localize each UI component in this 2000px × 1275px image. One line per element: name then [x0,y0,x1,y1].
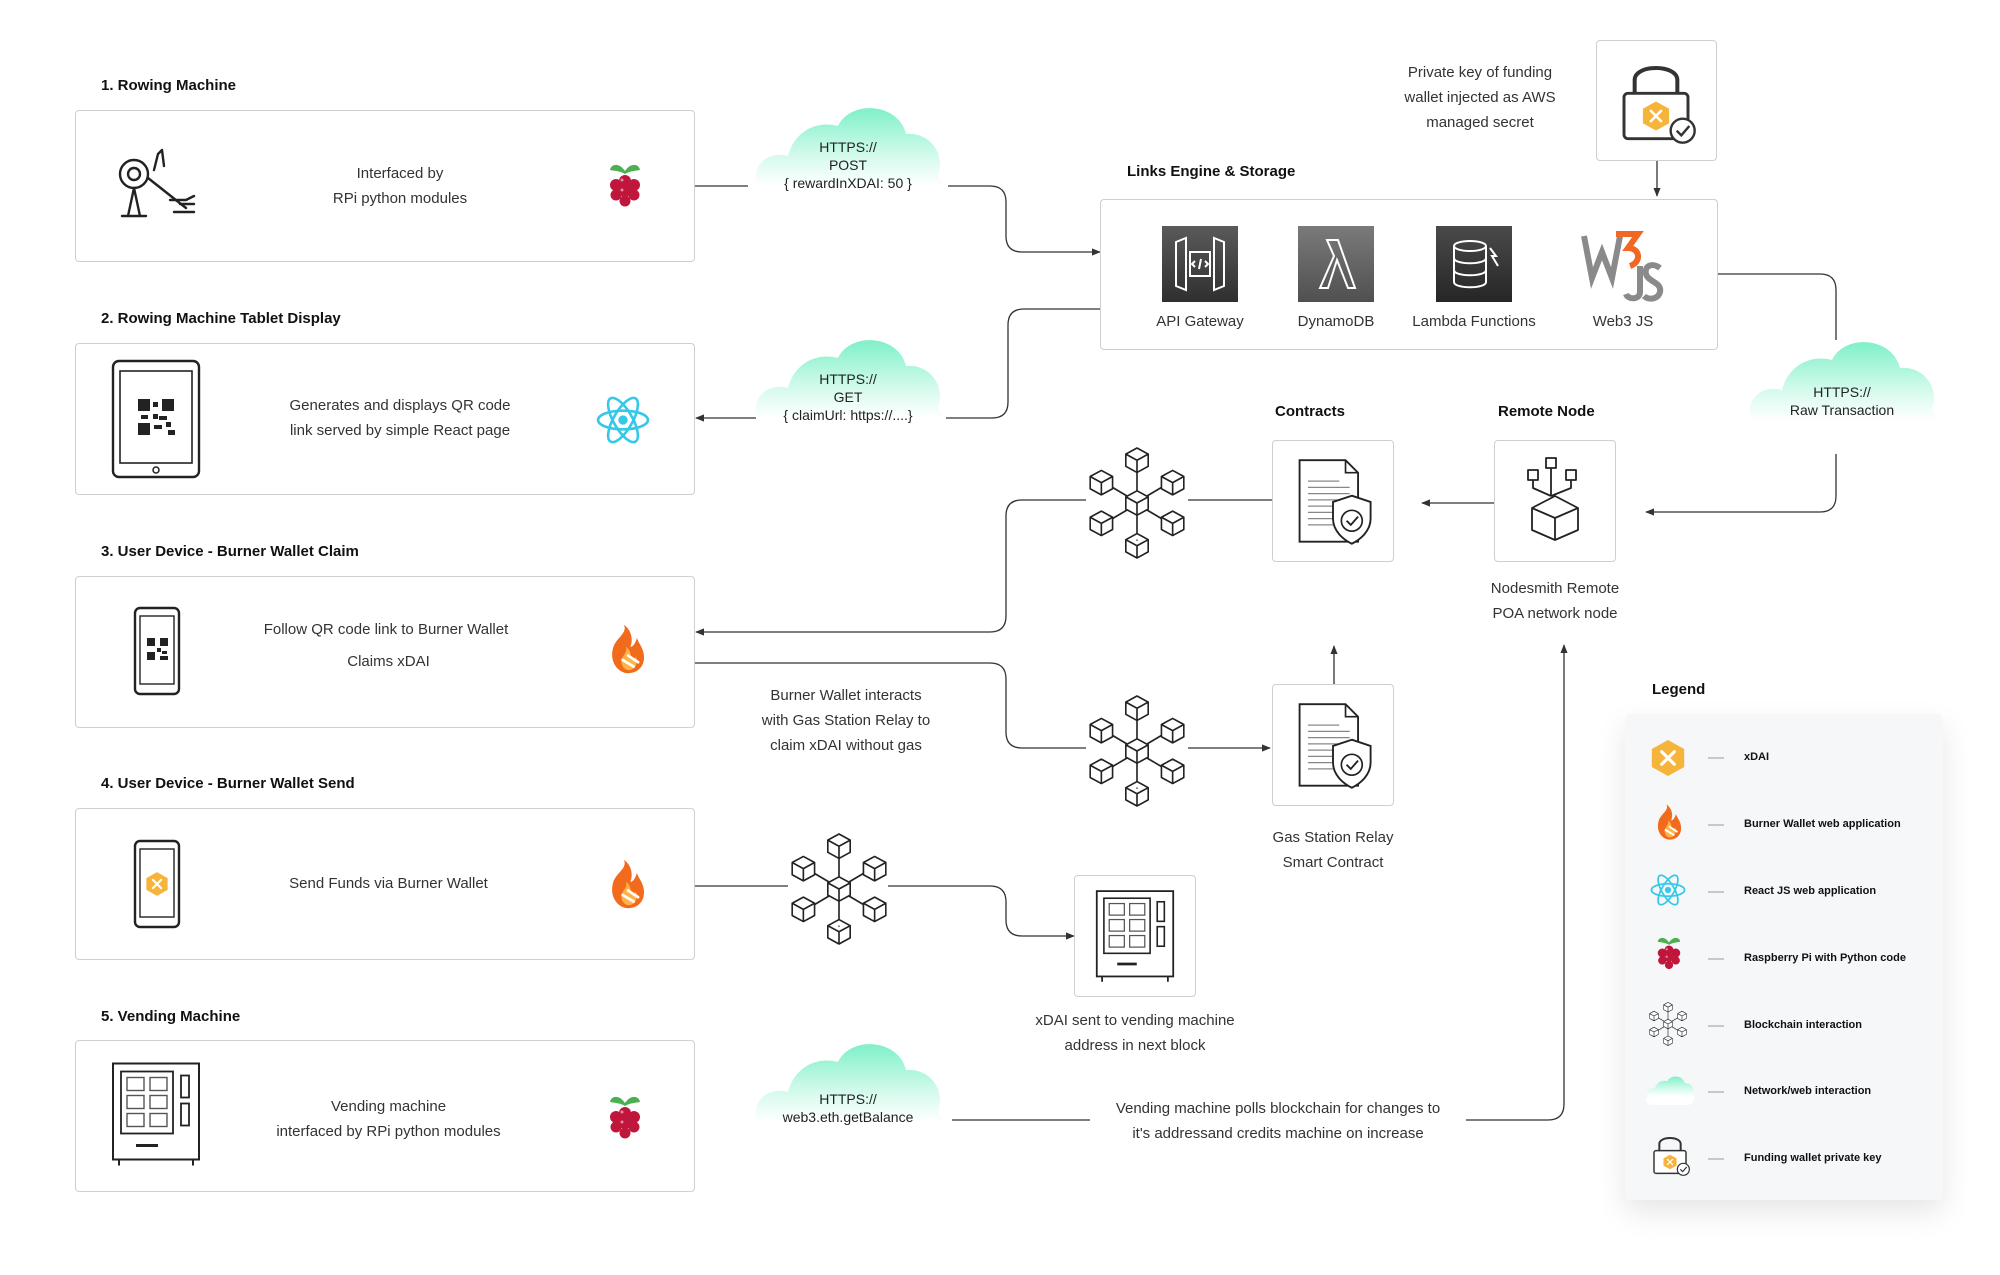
lock-icon [1616,56,1696,144]
burner-wallet-icon [610,858,646,910]
tablet-arrow-label: Generates and displays QR code link serv… [289,397,511,439]
legend-dashes [1708,757,1724,1160]
remote-node-title: Remote Node [1498,403,1595,420]
smart-contract-icon [1298,703,1372,789]
blockchain-icon [1086,695,1188,807]
xdai-icon [1650,738,1686,778]
legend-label-network: Network/web interaction [1744,1085,1872,1097]
web3js-icon [1581,231,1664,302]
tablet-icon [111,359,201,479]
section-box-burner-send [75,808,695,960]
rowing-machine-icon [118,148,196,218]
rowing-arrow-label: Interfaced by RPi python modules [332,165,468,207]
cloud-balance-text: HTTPS://web3.eth.getBalance [782,1091,914,1125]
lambda-icon [1298,226,1374,302]
blockchain-icon [1086,447,1188,559]
cloud-get-icon [753,340,944,452]
legend-label-react: React JS web application [1744,885,1877,897]
cloud-get-text: HTTPS://GET{ claimUrl: https://....} [783,371,913,423]
database-icon [1436,226,1512,302]
cloud-post-icon [753,108,944,220]
legend-title: Legend [1652,681,1706,698]
cloud-icon [1645,1076,1695,1106]
smart-contract-icon [1298,459,1372,545]
cloud-post-text: HTTPS://POST{ rewardInXDAI: 50 } [784,139,912,191]
vending-arrow-label: Vending machine interfaced by RPi python… [276,1098,501,1140]
phone-icon [133,606,181,696]
blockchain-icon [1648,1002,1688,1046]
phone-xdai-icon [133,839,181,929]
legend-label-lock: Funding wallet private key [1744,1152,1882,1164]
react-icon [596,393,650,447]
blockchain-icon [788,833,890,945]
cloud-balance-icon [753,1044,944,1156]
burner-claim-follow-label: Follow QR code link to Burner Wallet [263,621,509,638]
raspberry-pi-icon [610,164,640,207]
vending-machine-icon [1095,889,1175,984]
section-title-rowing-machine: 1. Rowing Machine [101,77,237,94]
cloud-raw-icon [1747,342,1938,454]
remote-node-icon [1527,457,1579,541]
api-gateway-icon [1162,226,1238,302]
service-lambda-functions: Lambda Functions [1412,313,1536,330]
section-title-burner-send: 4. User Device - Burner Wallet Send [101,775,355,792]
section-title-burner-claim: 3. User Device - Burner Wallet Claim [101,543,359,560]
lock-icon [1650,1132,1690,1176]
service-api-gateway: API Gateway [1156,313,1244,330]
burner-send-label: Send Funds via Burner Wallet [289,875,488,892]
legend-panel [1625,714,1943,1200]
burner-wallet-icon [610,623,646,675]
contracts-title: Contracts [1275,403,1346,420]
section-box-rowing-machine [75,110,695,262]
vending-machine-icon [111,1061,201,1168]
burner-wallet-icon [1656,803,1683,841]
vending-polls-note: Vending machine polls blockchain for cha… [1115,1100,1441,1142]
legend-label-burner: Burner Wallet web application [1744,818,1901,830]
service-dynamodb: DynamoDB [1297,313,1375,330]
burner-claim-claims-label: Claims xDAI [347,653,430,670]
section-title-vending-machine: 5. Vending Machine [101,1008,241,1025]
section-title-tablet-display: 2. Rowing Machine Tablet Display [101,310,341,327]
raspberry-pi-icon [610,1096,640,1139]
legend-label-xdai: xDAI [1744,751,1770,763]
raspberry-pi-icon [1657,937,1681,970]
service-web3-js: Web3 JS [1592,313,1654,330]
engine-title: Links Engine & Storage [1127,163,1296,180]
react-icon [1650,872,1686,908]
legend-label-raspberry: Raspberry Pi with Python code [1744,952,1906,964]
legend-label-blockchain: Blockchain interaction [1744,1019,1862,1031]
cloud-raw-text: HTTPS://Raw Transaction [1789,384,1895,418]
